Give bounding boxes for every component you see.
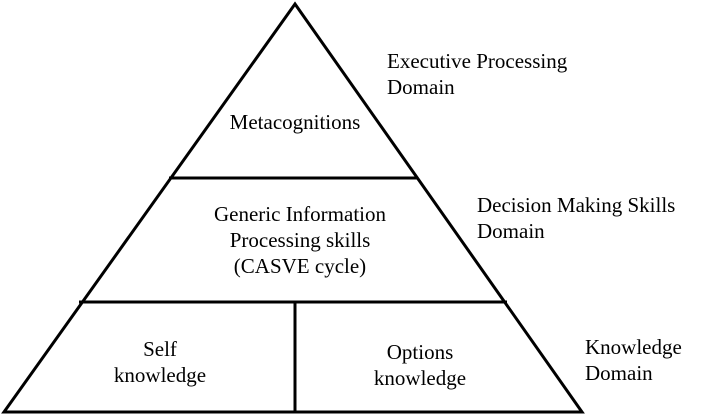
generic-processing-line-2: Processing skills bbox=[229, 228, 371, 252]
knowledge-domain-label: Knowledge Domain bbox=[585, 334, 682, 386]
metacognitions-text: Metacognitions bbox=[229, 110, 361, 134]
pyramid-outline bbox=[1, 1, 585, 414]
options-knowledge-line-2: knowledge bbox=[373, 366, 467, 390]
executive-domain-line-2: Domain bbox=[387, 75, 455, 99]
decision-domain-line-1: Decision Making Skills bbox=[477, 193, 676, 217]
knowledge-domain-line-2: Domain bbox=[585, 361, 653, 385]
decision-making-skills-domain-label: Decision Making Skills Domain bbox=[477, 192, 675, 244]
generic-processing-line-3: (CASVE cycle) bbox=[233, 254, 367, 278]
self-knowledge-label: Self knowledge bbox=[100, 336, 220, 388]
options-knowledge-line-1: Options bbox=[386, 340, 454, 364]
executive-domain-line-1: Executive Processing bbox=[387, 49, 568, 73]
metacognitions-label: Metacognitions bbox=[200, 109, 390, 135]
knowledge-domain-line-1: Knowledge bbox=[585, 335, 682, 359]
self-knowledge-line-1: Self bbox=[143, 337, 177, 361]
generic-information-processing-label: Generic Information Processing skills (C… bbox=[170, 201, 430, 279]
executive-processing-domain-label: Executive Processing Domain bbox=[387, 48, 567, 100]
decision-domain-line-2: Domain bbox=[477, 219, 545, 243]
options-knowledge-label: Options knowledge bbox=[355, 339, 485, 391]
self-knowledge-line-2: knowledge bbox=[113, 363, 207, 387]
generic-processing-line-1: Generic Information bbox=[213, 202, 386, 226]
